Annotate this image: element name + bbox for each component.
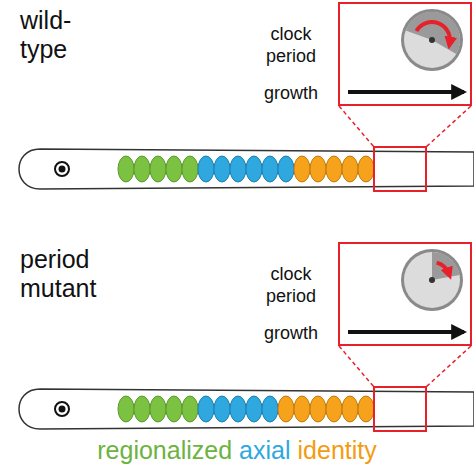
clock-center [429, 37, 435, 43]
segment [310, 156, 326, 182]
clock-bezel [401, 249, 463, 311]
zoom-line [339, 106, 374, 147]
worm-pupil [59, 166, 66, 173]
segment [358, 156, 374, 182]
segment [166, 396, 182, 422]
identity-caption: regionalizedaxial identity [0, 436, 474, 465]
segment [198, 396, 214, 422]
segment [278, 396, 294, 422]
identity-word: regionalized [97, 436, 232, 465]
clock-label: clock period [258, 24, 324, 67]
clock-bezel [401, 9, 463, 71]
segment [246, 396, 262, 422]
segment [166, 156, 182, 182]
tail-zoom-box [374, 147, 426, 191]
segment [150, 396, 166, 422]
zoom-line [339, 346, 374, 387]
segment [134, 156, 150, 182]
clock-center [429, 277, 435, 283]
zoom-inset-box: clock periodgrowth [338, 242, 472, 346]
segment [150, 156, 166, 182]
panel-heading: period mutant [20, 245, 120, 303]
segment [230, 396, 246, 422]
segment [118, 156, 134, 182]
growth-label: growth [258, 83, 324, 105]
segment [342, 396, 358, 422]
clock-arrow [437, 263, 449, 274]
worm-outline [19, 389, 474, 429]
segment [278, 156, 294, 182]
clock-dial [401, 249, 463, 311]
worm-eye [55, 402, 69, 416]
tail-zoom-box [374, 387, 426, 431]
panel-heading: wild-type [20, 6, 82, 64]
segment [246, 156, 262, 182]
segment [358, 396, 374, 422]
segment [118, 396, 134, 422]
clock-sector [406, 12, 460, 54]
clock-face [404, 12, 460, 68]
growth-label: growth [258, 323, 324, 345]
segment [134, 396, 150, 422]
segment [262, 396, 278, 422]
clock-sector [432, 252, 460, 280]
segment [230, 156, 246, 182]
zoom-line [426, 106, 471, 147]
growth-arrow [348, 330, 464, 334]
worm-eye [55, 162, 69, 176]
segment [342, 156, 358, 182]
zoom-inset-box: clock periodgrowth [338, 2, 472, 106]
segment [294, 396, 310, 422]
segment [310, 396, 326, 422]
clock-face [404, 252, 460, 308]
segment [182, 396, 198, 422]
worm-body [19, 346, 474, 431]
segment [198, 156, 214, 182]
segment [294, 156, 310, 182]
growth-arrow [348, 90, 464, 94]
segment [262, 156, 278, 182]
worm-pupil [59, 406, 66, 413]
segment [214, 156, 230, 182]
segment [214, 396, 230, 422]
segment [326, 396, 342, 422]
worm-body [19, 106, 474, 191]
identity-word: axial [239, 436, 290, 465]
segment [326, 156, 342, 182]
clock-arrow [416, 22, 450, 43]
zoom-line [426, 346, 471, 387]
clock-label: clock period [258, 264, 324, 307]
identity-word: identity [298, 436, 377, 465]
clock-dial [401, 9, 463, 71]
worm-outline [19, 149, 474, 189]
segment [182, 156, 198, 182]
